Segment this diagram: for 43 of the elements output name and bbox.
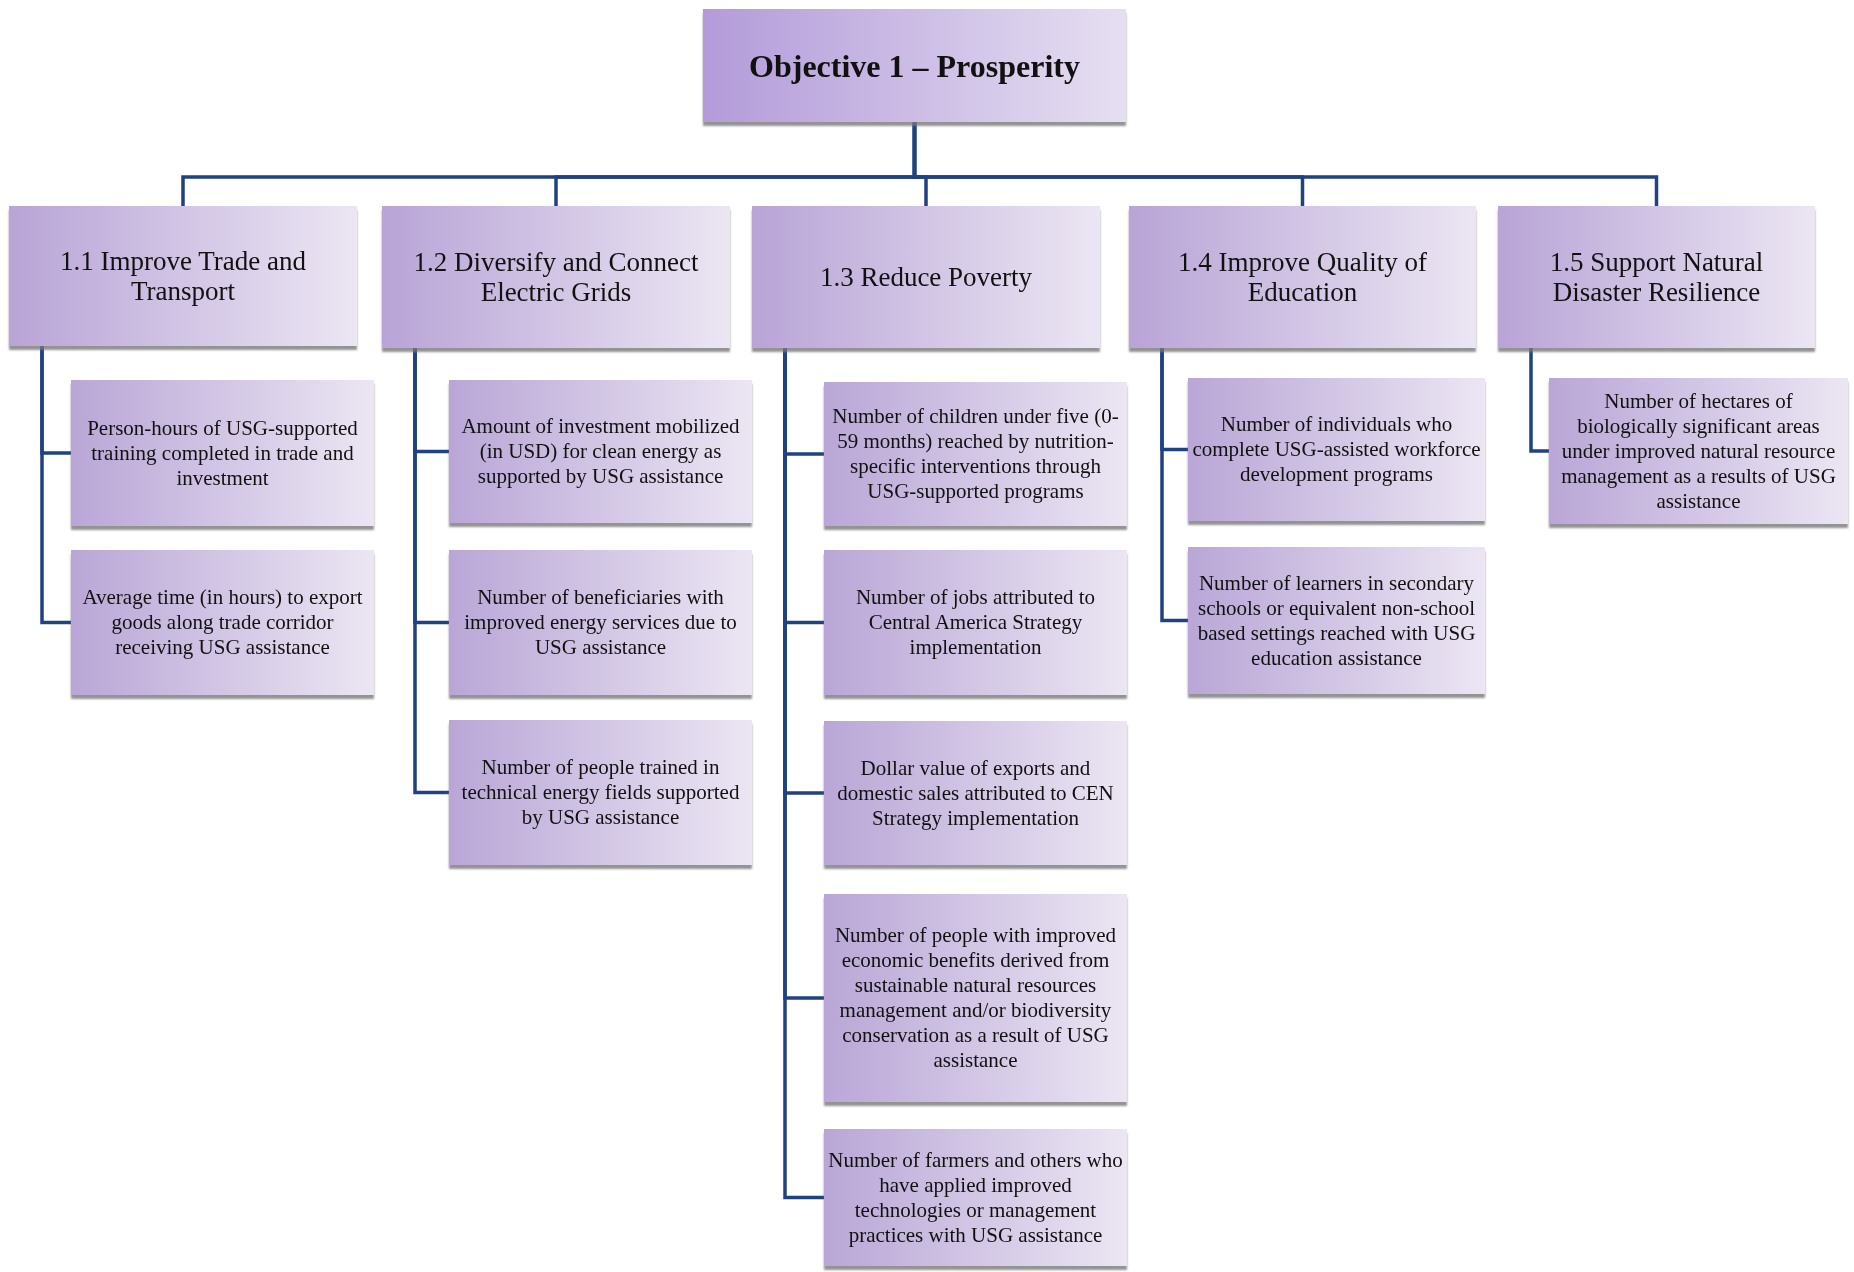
heading-text: 1.2 Diversify and Connect Electric Grids: [412, 247, 700, 307]
indicator-box: [449, 380, 752, 523]
connector-line: [1160, 348, 1188, 623]
connector-line: [413, 348, 449, 795]
indicator-text: Number of beneficiaries with improved energy services due to USG assistance: [463, 585, 738, 660]
connector-line: [1529, 348, 1549, 453]
indicator-box: [449, 720, 752, 865]
indicator-text: Number of jobs attributed to Central America Strategy implementation: [854, 585, 1097, 660]
indicator-text: Number of children under five (0-59 months) reached by nutrition-specific interventions through USG-supported programs: [831, 404, 1120, 504]
indicator-text: Average time (in hours) to export goods along trade corridor receiving USG assistance: [81, 585, 364, 660]
indicator-text: Amount of investment mobilized (in USD) for clean energy as supported by USG assistance: [460, 414, 741, 489]
indicator-box: [824, 721, 1127, 865]
indicator-box: [1549, 378, 1848, 524]
indicator-box: [1188, 547, 1485, 694]
heading-text: 1.1 Improve Trade and Transport: [59, 246, 307, 306]
indicator-box: [71, 550, 374, 695]
indicator-text: Number of individuals who complete USG-assisted workforce development programs: [1192, 412, 1481, 487]
title-text: Objective 1 – Prosperity: [749, 46, 1080, 86]
sub-objective-box: [752, 206, 1100, 348]
sub-objective-box: [1498, 206, 1815, 348]
indicator-box: [824, 1129, 1127, 1266]
indicator-box: [824, 550, 1127, 695]
indicator-text: Number of people trained in technical energy fields supported by USG assistance: [460, 755, 741, 830]
indicator-box: [1188, 378, 1485, 521]
heading-text: 1.5 Support Natural Disaster Resilience: [1548, 247, 1765, 307]
sub-objective-box: [9, 206, 357, 346]
heading-text: 1.4 Improve Quality of Education: [1177, 247, 1428, 307]
indicator-text: Number of hectares of biologically significant areas under improved natural resource management as a results of USG assistance: [1560, 388, 1837, 514]
connector-line: [40, 346, 71, 625]
indicator-box: [71, 380, 374, 526]
sub-objective-box: [1129, 206, 1476, 348]
sub-objective-box: [382, 206, 730, 348]
indicator-text: Number of people with improved economic benefits derived from sustainable natural resources management and/or biodiversity conservation as a result of USG assistance: [833, 923, 1118, 1073]
indicator-box: [449, 550, 752, 695]
indicator-text: Number of learners in secondary schools or equivalent non-school based settings reached with USG education assistance: [1196, 570, 1477, 671]
heading-text: 1.3 Reduce Poverty: [819, 262, 1033, 292]
indicator-text: Dollar value of exports and domestic sales attributed to CEN Strategy implementation: [836, 755, 1115, 831]
indicator-text: Number of farmers and others who have applied improved technologies or management practices with USG assistance: [828, 1147, 1123, 1248]
indicator-text: Person-hours of USG-supported training completed in trade and investment: [86, 415, 359, 491]
objective-box: [703, 9, 1126, 122]
indicator-box: [824, 894, 1127, 1102]
connector-line: [912, 122, 1659, 206]
indicator-box: [824, 382, 1127, 526]
